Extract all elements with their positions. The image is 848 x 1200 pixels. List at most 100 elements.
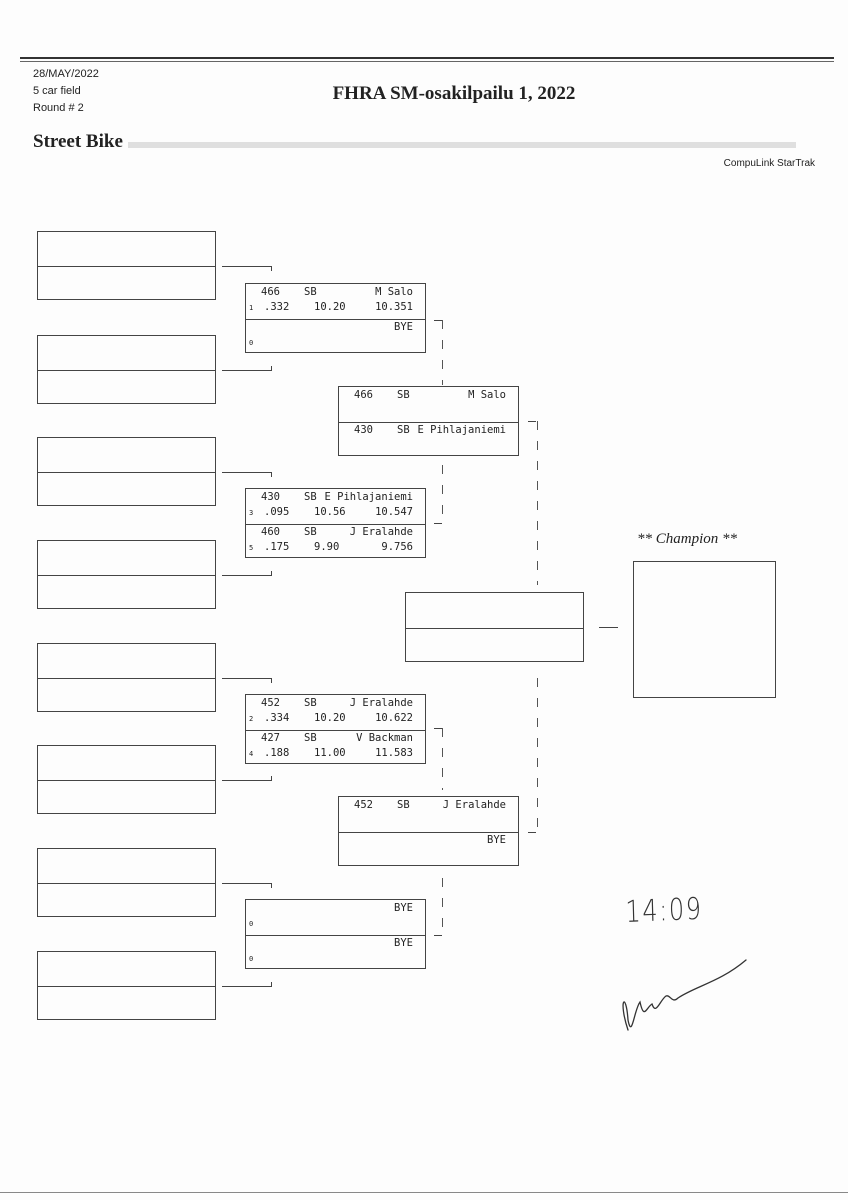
elapsed-time: 10.622 bbox=[375, 712, 413, 724]
reaction-time: .188 bbox=[264, 747, 290, 759]
racer-slot: 430 SB E Pihlajaniemi bbox=[339, 422, 518, 456]
lane-number: 3 bbox=[249, 509, 254, 517]
car-number: 452 bbox=[354, 799, 373, 811]
champion-connector bbox=[599, 627, 618, 628]
dial-in: 10.56 bbox=[314, 506, 346, 518]
racer-name: BYE bbox=[394, 321, 413, 333]
slot-divider bbox=[339, 422, 518, 423]
round1-box bbox=[37, 951, 216, 1020]
car-number: 466 bbox=[261, 286, 280, 298]
dashed-connector bbox=[442, 878, 443, 936]
car-class: SB bbox=[304, 526, 317, 538]
lane-number: 0 bbox=[249, 339, 254, 347]
bottom-rule bbox=[0, 1192, 848, 1193]
car-number: 452 bbox=[261, 697, 280, 709]
racer-slot: BYE 0 bbox=[246, 935, 425, 969]
car-class: SB bbox=[397, 424, 410, 436]
slot-divider bbox=[246, 730, 425, 731]
dashed-connector bbox=[442, 465, 443, 524]
elapsed-time: 10.351 bbox=[375, 301, 413, 313]
connector-tick bbox=[271, 678, 272, 683]
slot-divider bbox=[38, 472, 215, 473]
connector-end bbox=[434, 728, 442, 729]
top-rule bbox=[20, 57, 834, 59]
elapsed-time: 10.547 bbox=[375, 506, 413, 518]
connector-line bbox=[222, 780, 272, 781]
round1-box bbox=[37, 643, 216, 712]
connector-end bbox=[434, 320, 442, 321]
elapsed-time: 11.583 bbox=[375, 747, 413, 759]
lane-number: 4 bbox=[249, 750, 254, 758]
racer-name: V Backman bbox=[356, 732, 413, 744]
dashed-connector bbox=[442, 320, 443, 385]
racer-name: BYE bbox=[487, 834, 506, 846]
car-class: SB bbox=[304, 491, 317, 503]
racer-name: BYE bbox=[394, 902, 413, 914]
car-number: 427 bbox=[261, 732, 280, 744]
racer-name: M Salo bbox=[375, 286, 413, 298]
slot-divider bbox=[406, 628, 583, 629]
lane-number: 2 bbox=[249, 715, 254, 723]
lane-number: 0 bbox=[249, 955, 254, 963]
dotted-leader bbox=[128, 142, 796, 148]
dashed-connector bbox=[537, 421, 538, 585]
round1-box bbox=[37, 437, 216, 506]
racer-name: E Pihlajaniemi bbox=[417, 424, 506, 436]
connector-line bbox=[222, 986, 272, 987]
connector-tick bbox=[271, 776, 272, 781]
racer-name: M Salo bbox=[468, 389, 506, 401]
event-title: FHRA SM-osakilpailu 1, 2022 bbox=[332, 83, 576, 104]
connector-end bbox=[434, 523, 442, 524]
slot-divider bbox=[246, 524, 425, 525]
reaction-time: .334 bbox=[264, 712, 290, 724]
slot-divider bbox=[38, 678, 215, 679]
software-credit: CompuLink StarTrak bbox=[723, 158, 815, 169]
dashed-connector bbox=[442, 728, 443, 790]
car-class: SB bbox=[397, 799, 410, 811]
round1-box bbox=[37, 848, 216, 917]
reaction-time: .175 bbox=[264, 541, 290, 553]
semifinal-box bbox=[405, 592, 584, 662]
slot-divider bbox=[38, 575, 215, 576]
champion-label: ** Champion ** bbox=[637, 531, 738, 547]
connector-tick bbox=[271, 883, 272, 888]
round-number: Round # 2 bbox=[33, 102, 84, 114]
dial-in: 10.20 bbox=[314, 712, 346, 724]
connector-tick bbox=[271, 266, 272, 271]
racer-name: E Pihlajaniemi bbox=[324, 491, 413, 503]
car-class: SB bbox=[304, 732, 317, 744]
slot-divider bbox=[38, 883, 215, 884]
round1-box bbox=[37, 231, 216, 300]
champion-box bbox=[633, 561, 776, 698]
racer-name: BYE bbox=[394, 937, 413, 949]
connector-end bbox=[528, 832, 536, 833]
connector-line bbox=[222, 575, 272, 576]
car-number: 466 bbox=[354, 389, 373, 401]
slot-divider bbox=[246, 319, 425, 320]
round1-box bbox=[37, 540, 216, 609]
round1-box bbox=[37, 335, 216, 404]
racer-slot: BYE 0 bbox=[246, 319, 425, 353]
lane-number: 5 bbox=[249, 544, 254, 552]
slot-divider bbox=[246, 935, 425, 936]
reaction-time: .332 bbox=[264, 301, 290, 313]
racer-slot: BYE bbox=[339, 832, 518, 866]
dial-in: 9.90 bbox=[314, 541, 340, 553]
car-number: 430 bbox=[354, 424, 373, 436]
connector-tick bbox=[271, 571, 272, 576]
car-number: 430 bbox=[261, 491, 280, 503]
connector-tick bbox=[271, 366, 272, 371]
connector-line bbox=[222, 266, 272, 267]
connector-line bbox=[222, 472, 272, 473]
